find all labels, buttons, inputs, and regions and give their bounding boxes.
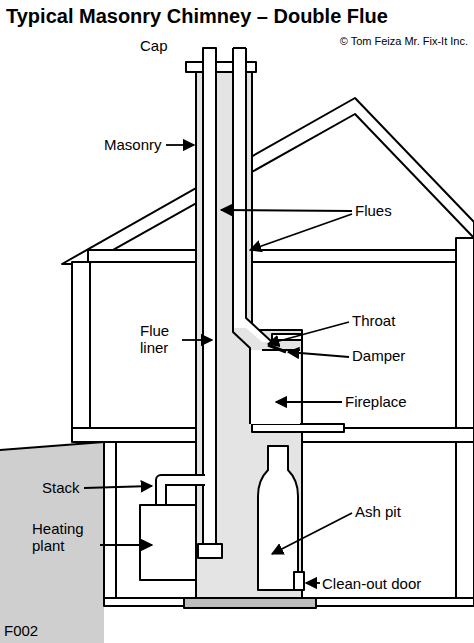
- leader-arrow: [166, 144, 194, 146]
- leader-arrow: [250, 214, 352, 250]
- ground-line: [0, 442, 104, 450]
- hearth: [252, 424, 344, 432]
- part-label: Heating plant: [32, 520, 98, 554]
- stack-pipe: [161, 480, 205, 506]
- damper-plate: [268, 345, 286, 352]
- leader-arrow: [84, 486, 152, 488]
- part-label: Masonry: [104, 136, 162, 153]
- fireplace-opening: [251, 350, 300, 424]
- leader-arrow: [221, 210, 352, 211]
- right-wall: [456, 238, 474, 428]
- roof: [62, 98, 474, 264]
- figure-code: F002: [4, 622, 38, 639]
- part-label: Stack: [42, 479, 80, 496]
- left-wall: [72, 262, 90, 428]
- leader-arrow: [100, 544, 152, 546]
- flue-top: [233, 47, 246, 49]
- part-label: Clean-out door: [322, 575, 421, 592]
- leader-arrow: [182, 339, 212, 341]
- leader-arrow: [306, 582, 320, 584]
- leader-arrow: [268, 322, 349, 344]
- leader-arrow: [276, 401, 342, 403]
- leader-arrow: [272, 513, 352, 554]
- copyright-note: © Tom Feiza Mr. Fix-It Inc.: [230, 34, 468, 48]
- attic-floor: [88, 250, 456, 262]
- ground: [0, 442, 104, 643]
- part-label: Cap: [140, 37, 168, 54]
- ash-pit: [258, 446, 298, 590]
- basement-wall: [104, 442, 116, 600]
- basement-wall: [456, 442, 474, 600]
- part-label: Flue liner: [140, 322, 180, 356]
- chimney-footing: [184, 598, 316, 608]
- part-label: Damper: [352, 347, 405, 364]
- stack-pipe: [161, 480, 205, 506]
- diagram-title: Typical Masonry Chimney – Double Flue: [6, 4, 388, 28]
- part-label: Ash pit: [355, 503, 401, 520]
- flue-liner: [246, 48, 272, 342]
- flue-liner: [233, 48, 250, 424]
- part-label: Flues: [355, 202, 392, 219]
- part-label: Fireplace: [345, 393, 407, 410]
- part-label: Throat: [352, 312, 395, 329]
- flue-liner-fill: [233, 48, 272, 342]
- heating-plant: [140, 505, 196, 580]
- clean-out-door: [294, 572, 304, 590]
- leader-arrow: [288, 352, 349, 357]
- flue-connector: [198, 544, 222, 558]
